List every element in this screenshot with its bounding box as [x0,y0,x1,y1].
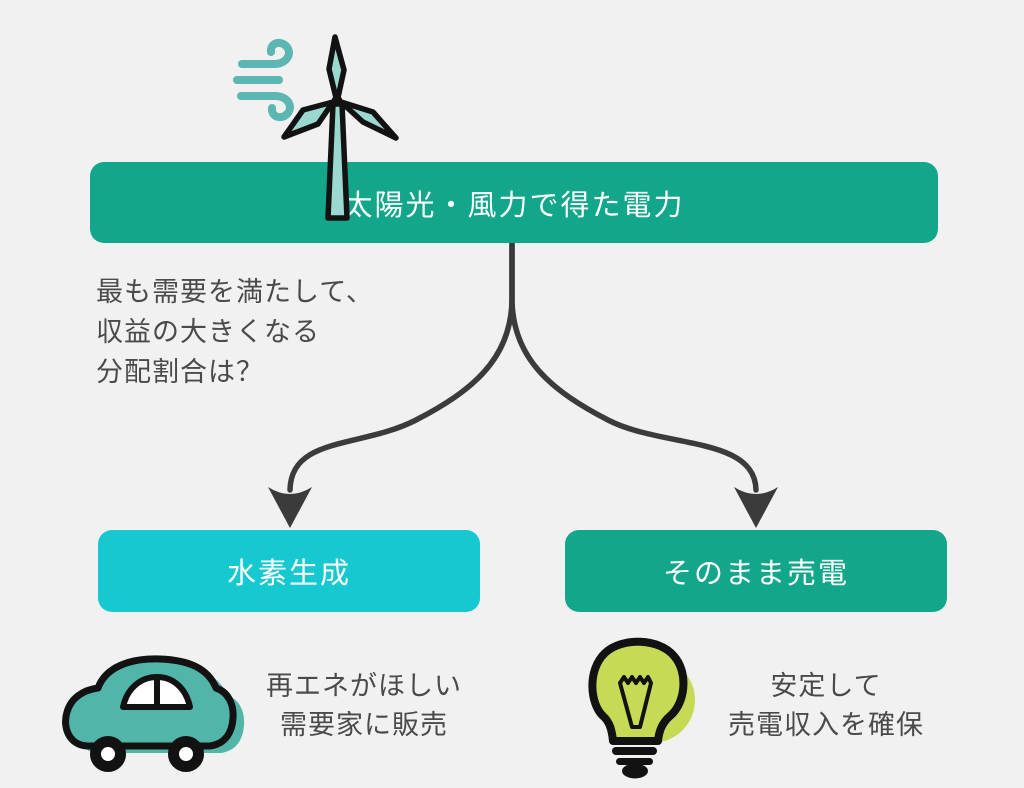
turbine-hub [331,95,343,107]
node-sell: そのまま売電 [565,530,947,612]
turbine-blade-top [326,34,347,105]
wind-turbine-icon [233,34,399,221]
question-line: 分配割合は？ [96,357,264,387]
root-node-label: 太陽光・風力で得た電力 [343,189,685,222]
question-text: 最も需要を満たして、 収益の大きくなる 分配割合は？ [96,272,374,392]
root-node: 太陽光・風力で得た電力 [90,162,938,243]
arrow-right-curve [509,243,759,493]
turbine-blade-right [338,99,399,141]
bulb-base-ring [612,747,657,755]
node-hydrogen: 水素生成 [98,530,480,612]
question-line: 収益の大きくなる [96,317,320,347]
turbine-blade-left [281,99,336,140]
turbine-tower [325,101,350,221]
caption-line: 売電収入を確保 [728,710,924,740]
hydrogen-caption: 再エネがほしい 需要家に販売 [246,667,482,745]
wind-lines-icon [233,38,294,122]
question-line: 最も需要を満たして、 [96,277,374,307]
bulb-filament [618,675,653,729]
sell-caption: 安定して 売電収入を確保 [704,667,948,745]
node-hydrogen-label: 水素生成 [226,558,351,590]
caption-line: 安定して [770,671,882,701]
bulb-glass [588,637,688,745]
car-wheel-rear [168,736,204,772]
caption-line: 再エネがほしい [266,671,462,701]
branch-arrows [268,243,778,528]
car-wheel-front [90,736,126,772]
caption-line: 需要家に販売 [280,710,448,740]
bulb-base-ring [616,758,653,765]
car-icon [62,655,245,772]
arrow-left-head [268,487,312,528]
arrow-right-head [734,487,778,528]
arrow-left-curve [287,243,515,493]
node-sell-label: そのまま売電 [662,558,849,590]
lightbulb-icon [588,637,695,779]
bulb-base-tip [622,763,648,779]
